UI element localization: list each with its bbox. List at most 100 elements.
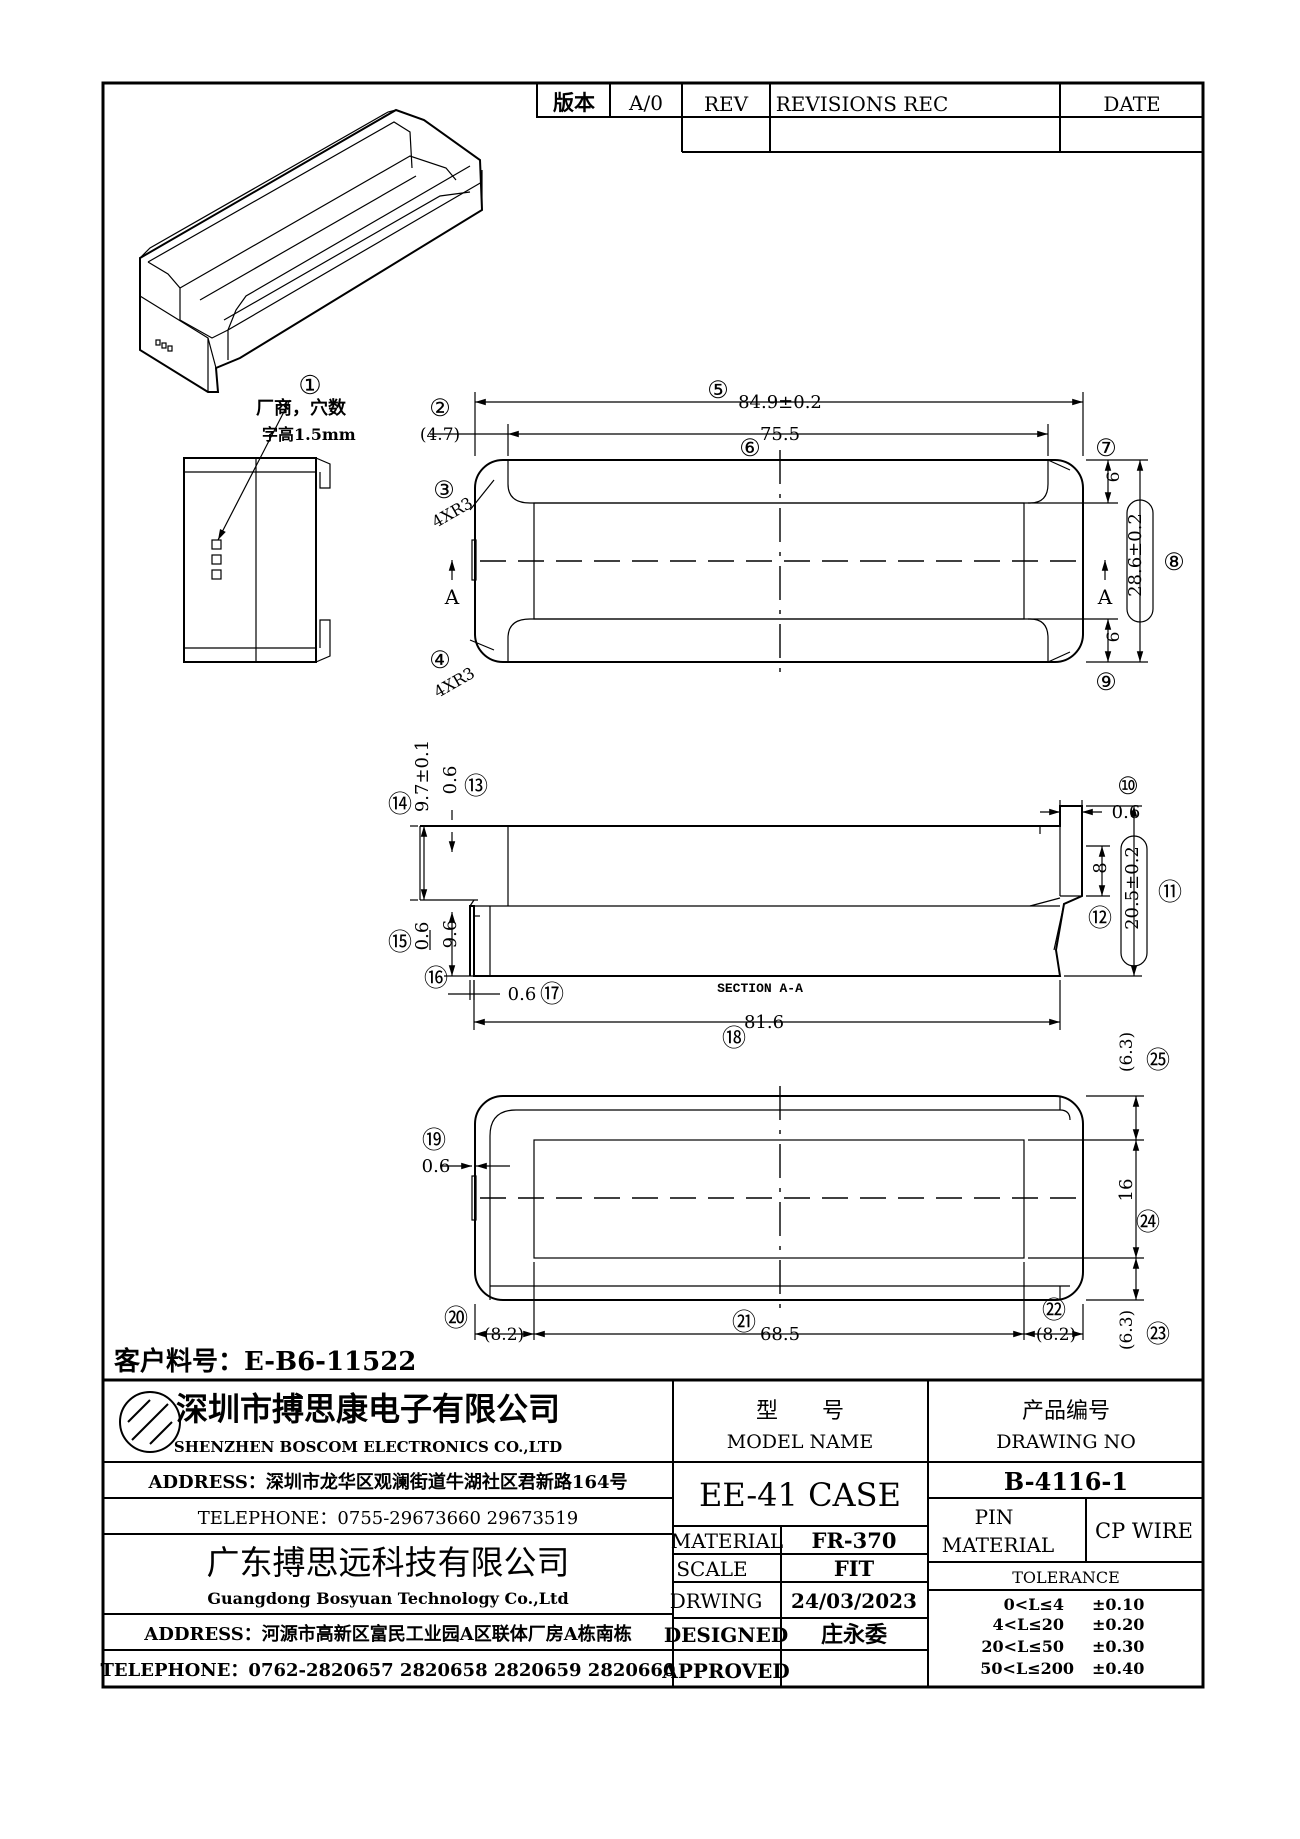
scale-value: FIT [834, 1556, 875, 1581]
dim-right-wall: 0.6 [1112, 802, 1141, 823]
top-view [448, 450, 1109, 672]
version-value: A/0 [628, 91, 663, 115]
pin-label-2: MATERIAL [942, 1533, 1054, 1557]
version-label: 版本 [553, 90, 595, 115]
model-value: EE-41 CASE [699, 1476, 901, 1514]
tolerance-range-2: 4<L≤20 [993, 1615, 1064, 1634]
model-name-cn: 型 号 [756, 1399, 844, 1424]
isometric-view [139, 108, 484, 393]
company1-name-cn: 深圳市搏思康电子有限公司 [176, 1390, 560, 1428]
company-logo [119, 1391, 181, 1453]
dim-bottom-right-offset: (8.2) [1036, 1325, 1076, 1345]
drawing-value: B-4116-1 [1004, 1467, 1128, 1496]
company1-telephone: TELEPHONE：0755-29673660 29673519 [198, 1508, 579, 1529]
dim-inner-length: 75.5 [760, 424, 800, 445]
tolerance-value-3: ±0.30 [1092, 1637, 1144, 1656]
callout-18: ⑱ [722, 1024, 746, 1052]
tolerance-range-3: 20<L≤50 [981, 1637, 1064, 1656]
customer-part-number: 客户料号：E-B6-11522 [114, 1346, 416, 1377]
callout-6: ⑥ [739, 434, 761, 462]
dim-bottom-mid: 16 [1116, 1179, 1137, 1202]
callout-5: ⑤ [707, 376, 729, 404]
callout-13: ⑬ [464, 772, 488, 800]
dim-wall-top: 0.6 [440, 766, 461, 795]
callout-16: ⑯ [424, 964, 448, 992]
bottom-view [471, 1086, 1084, 1310]
callout-9: ⑨ [1095, 668, 1117, 696]
callout-17: ⑰ [540, 980, 564, 1008]
callout-14: ⑭ [388, 790, 412, 818]
dim-bottom-length: 68.5 [760, 1324, 800, 1345]
dim-section-length: 81.6 [744, 1012, 784, 1033]
tolerance-value-2: ±0.20 [1092, 1615, 1144, 1634]
dim-bottom-bottom-gap: (6.3) [1117, 1310, 1137, 1350]
callout-8: ⑧ [1163, 548, 1185, 576]
material-label: MATERIAL [671, 1529, 783, 1553]
tolerance-label: TOLERANCE [1012, 1568, 1120, 1587]
tolerance-table: 0<L≤4 ±0.10 4<L≤20 ±0.20 20<L≤50 ±0.30 5… [980, 1595, 1144, 1678]
marking-box-2 [211, 554, 222, 565]
marking-box-3 [211, 569, 222, 580]
callout-25: ㉕ [1146, 1046, 1170, 1074]
dim-bottom-side-wall: 0.6 [422, 1156, 451, 1177]
dim-total-height: 20.5±0.2 [1122, 846, 1143, 930]
company2-name-en: Guangdong Bosyuan Technology Co.,Ltd [207, 1589, 568, 1608]
callout-10: ⑩ [1117, 772, 1139, 800]
callout-7: ⑦ [1095, 434, 1117, 462]
dim-width: 28.6±0.2 [1125, 513, 1146, 597]
drawing-no-en: DRAWING NO [996, 1431, 1136, 1453]
callout-12: ⑫ [1088, 904, 1112, 932]
section-dimensions [410, 800, 1148, 1030]
dim-rail-top: 6 [1104, 472, 1124, 483]
revisions-header: REVISIONS REC [776, 92, 949, 116]
company2-telephone: TELEPHONE：0762-2820657 2820658 2820659 2… [101, 1660, 676, 1681]
company2-name-cn: 广东搏思远科技有限公司 [207, 1543, 570, 1582]
title-block [103, 1378, 1203, 1687]
callout-19: ⑲ [422, 1126, 446, 1154]
designed-label: DESIGNED [664, 1623, 788, 1647]
company1-name-en: SHENZHEN BOSCOM ELECTRONICS CO.,LTD [174, 1438, 562, 1456]
revision-table: 版本 A/0 REV REVISIONS REC DATE [536, 82, 1204, 153]
callout-4: ④ [429, 646, 451, 674]
callout-2: ② [429, 394, 451, 422]
material-value: FR-370 [812, 1528, 897, 1553]
callout-22: ㉒ [1042, 1296, 1066, 1324]
drwing-label: DRWING [670, 1589, 763, 1613]
callout-3: ③ [433, 476, 455, 504]
marking-box-1 [211, 539, 222, 550]
dim-rail-bottom: 6 [1104, 632, 1124, 643]
dim-overall-length: 84.9±0.2 [738, 392, 822, 413]
scale-label: SCALE [676, 1557, 747, 1581]
dim-left-lower: 0.6 [412, 922, 433, 951]
section-mark-right: A [1097, 585, 1113, 609]
dim-right-step: 8 [1090, 862, 1111, 873]
callout-20: ⑳ [444, 1304, 468, 1332]
date-header: DATE [1103, 92, 1160, 116]
dim-bottom-top-gap: (6.3) [1117, 1032, 1137, 1072]
callout-21: ㉑ [732, 1308, 756, 1336]
dim-offset: (4.7) [420, 425, 460, 445]
top-view-dimensions [430, 392, 1154, 663]
dim-lower-height: 9.6 [440, 920, 461, 949]
callout-15: ⑮ [388, 928, 412, 956]
tolerance-value-1: ±0.10 [1092, 1595, 1144, 1614]
dim-bottom-wall: 0.6 [508, 984, 537, 1005]
tolerance-range-1: 0<L≤4 [1004, 1595, 1064, 1614]
dim-bottom-left-offset: (8.2) [484, 1325, 524, 1345]
drwing-value: 24/03/2023 [791, 1589, 917, 1613]
approved-label: APPROVED [661, 1659, 789, 1683]
tolerance-value-4: ±0.40 [1092, 1659, 1144, 1678]
model-name-en: MODEL NAME [727, 1431, 873, 1453]
section-view [419, 805, 1083, 977]
tolerance-range-4: 50<L≤200 [980, 1659, 1074, 1678]
section-title: SECTION A-A [717, 981, 803, 996]
callout-11: ⑪ [1158, 878, 1182, 906]
callout-23: ㉓ [1146, 1320, 1170, 1348]
pin-value: CP WIRE [1095, 1519, 1193, 1543]
callout-24: ㉔ [1136, 1208, 1160, 1236]
drawing-no-cn: 产品编号 [1022, 1399, 1110, 1424]
section-mark-left: A [444, 585, 460, 609]
designed-value: 庄永委 [821, 1622, 887, 1648]
note-line-2: 字高1.5mm [262, 425, 356, 444]
